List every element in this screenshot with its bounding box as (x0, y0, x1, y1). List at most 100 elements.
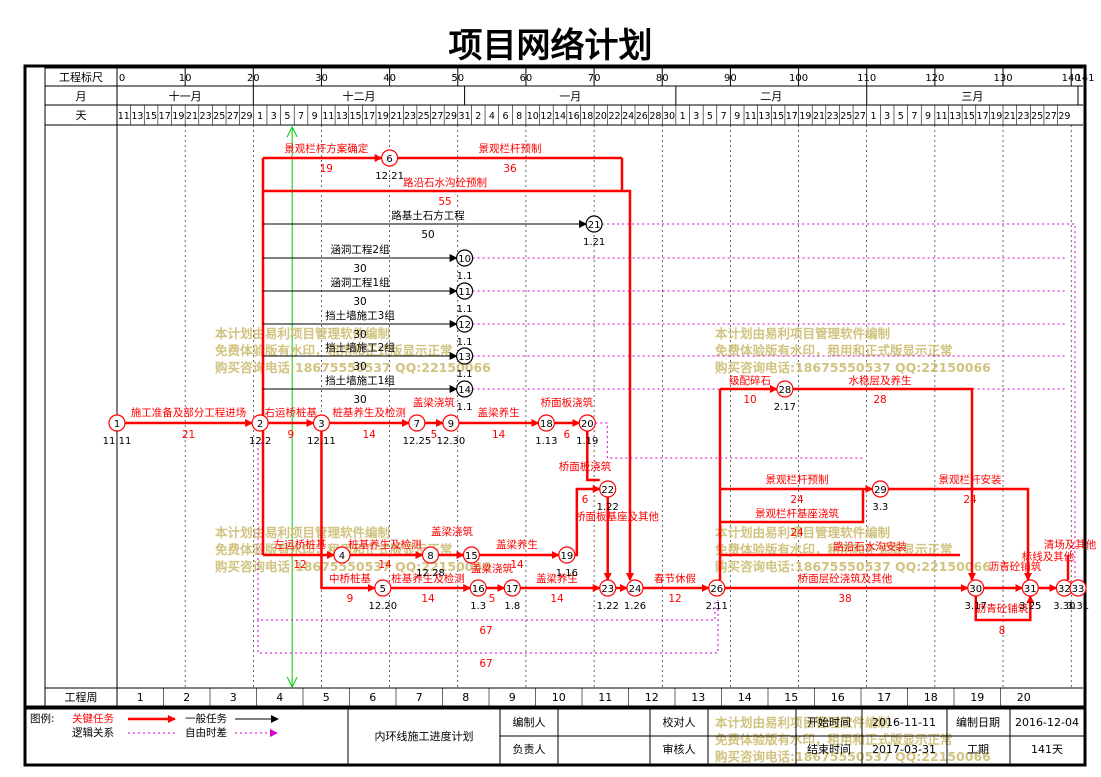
logic-link (257, 600, 719, 654)
legend-float-head (270, 729, 278, 737)
watermark-text: 本计划由易利项目管理软件编制 (715, 525, 890, 540)
task-label: 桥面板基座及其他 (575, 510, 659, 523)
day-label: 7 (721, 111, 727, 122)
start-value: 2016-11-11 (872, 716, 936, 729)
node-circle (1069, 579, 1087, 597)
legend-logic-label: 逻辑关系 (72, 726, 114, 739)
week-label: 5 (323, 691, 330, 704)
task-label: 桩基养生及检测 (348, 538, 422, 551)
day-label: 17 (977, 111, 989, 122)
node-circle (537, 414, 555, 432)
scale-label: 工程标尺 (59, 70, 103, 84)
watermark-text: 本计划由易利项目管理软件编制 (715, 326, 890, 341)
node-date: 2.17 (774, 402, 796, 413)
task-label: 盖梁养生 (478, 406, 520, 419)
scale-tick-label: 110 (857, 73, 876, 84)
day-label: 23 (200, 111, 212, 122)
node-date: 1.1 (457, 337, 473, 348)
node-id: 11 (458, 287, 471, 298)
watermark-text: 本计划由易利项目管理软件编制 (715, 715, 890, 730)
task-label: 盖梁浇筑 (413, 396, 455, 409)
node-id: 6 (386, 154, 392, 165)
day-label: 21 (186, 111, 198, 122)
task-label: 涵洞工程1组 (330, 276, 390, 289)
day-label: 13 (949, 111, 961, 122)
task-label: 6 (563, 429, 570, 441)
day-label: 11 (936, 111, 948, 122)
task-label: 桥面层砼浇筑及其他 (798, 572, 893, 585)
week-label: 18 (924, 691, 938, 704)
node-date: 1.8 (504, 601, 520, 612)
node-circle (578, 414, 596, 432)
day-label: 21 (813, 111, 825, 122)
watermark-text: 免费体验版有水印，租用和正式版显示正常 (215, 542, 453, 557)
legend-critical-label: 关键任务 (72, 712, 114, 725)
task-label: 涵洞工程2组 (330, 243, 390, 256)
legend-float-label: 自由时差 (185, 726, 227, 739)
task-label: 14 (362, 429, 376, 441)
node-circle (1021, 579, 1039, 597)
task-label: 右运桥桩基 (265, 406, 318, 419)
node-id: 33 (1072, 584, 1085, 595)
week-label: 12 (645, 691, 659, 704)
node-circle (108, 414, 126, 432)
task-label: 盖梁浇筑 (471, 562, 513, 575)
week-label: 16 (831, 691, 845, 704)
node-date: 12.11 (307, 436, 336, 447)
day-label: 5 (284, 111, 290, 122)
scale-tick-label: 100 (789, 73, 808, 84)
day-label: 25 (840, 111, 852, 122)
legend-label: 图例: (30, 712, 55, 725)
day-label: 14 (554, 111, 566, 122)
node-date: 1.1 (457, 304, 473, 315)
task-label: 标线及其他 (1022, 550, 1075, 563)
node-date: 1.21 (583, 237, 605, 248)
task-arrow (720, 489, 865, 524)
node-id: 17 (506, 584, 519, 595)
task-label: 桥面板浇筑 (541, 396, 594, 409)
node-id: 1 (114, 419, 120, 430)
week-label: 8 (462, 691, 469, 704)
task-label: 盖梁养生 (496, 538, 538, 551)
watermark-text: 购买咨询电话:18675550537 QQ:22150066 (715, 749, 991, 764)
scale-tick-label: 10 (179, 73, 192, 84)
day-label: 7 (911, 111, 917, 122)
watermark-text: 购买咨询电话:18675550537 QQ:22150066 (215, 360, 491, 375)
month-row-label: 月 (76, 90, 87, 103)
day-label: 5 (898, 111, 904, 122)
task-label: 沥青砼铺筑 (976, 602, 1029, 615)
task-label: 景观栏杆方案确定 (284, 142, 368, 155)
end-label: 结束时间 (807, 743, 851, 756)
node-date: 2.11 (706, 601, 728, 612)
task-arrow (320, 431, 376, 592)
end-value: 2017-03-31 (872, 743, 936, 756)
node-circle (708, 579, 726, 597)
task-label: 水稳层及养生 (849, 374, 912, 387)
node-circle (251, 414, 269, 432)
day-label: 17 (786, 111, 798, 122)
node-circle (455, 315, 474, 333)
node-date: 12.30 (437, 436, 466, 447)
node-date: 1.26 (624, 601, 646, 612)
task-label: 30 (353, 263, 366, 275)
task-label: 挡土墙施工1组 (325, 374, 395, 387)
day-label: 6 (502, 111, 508, 122)
day-label: 13 (131, 111, 143, 122)
node-date: 12.21 (375, 171, 404, 182)
node-id: 15 (465, 551, 478, 562)
task-label: 左运桥桩基 (274, 538, 327, 551)
node-date: 11.11 (103, 436, 132, 447)
task-label: 桩基养生及检测 (332, 406, 406, 419)
node-circle (776, 380, 794, 398)
node-circle (455, 249, 474, 267)
day-row-label: 天 (76, 109, 87, 122)
node-date: 3.31 (1067, 601, 1089, 612)
task-label: 盖梁浇筑 (431, 525, 473, 538)
node-id: 30 (969, 584, 982, 595)
node-id: 31 (1024, 584, 1037, 595)
node-circle (599, 480, 617, 498)
task-label: 盖梁养生 (536, 572, 578, 585)
node-id: 18 (540, 419, 553, 430)
task-label: 24 (963, 494, 977, 506)
day-label: 23 (1017, 111, 1029, 122)
